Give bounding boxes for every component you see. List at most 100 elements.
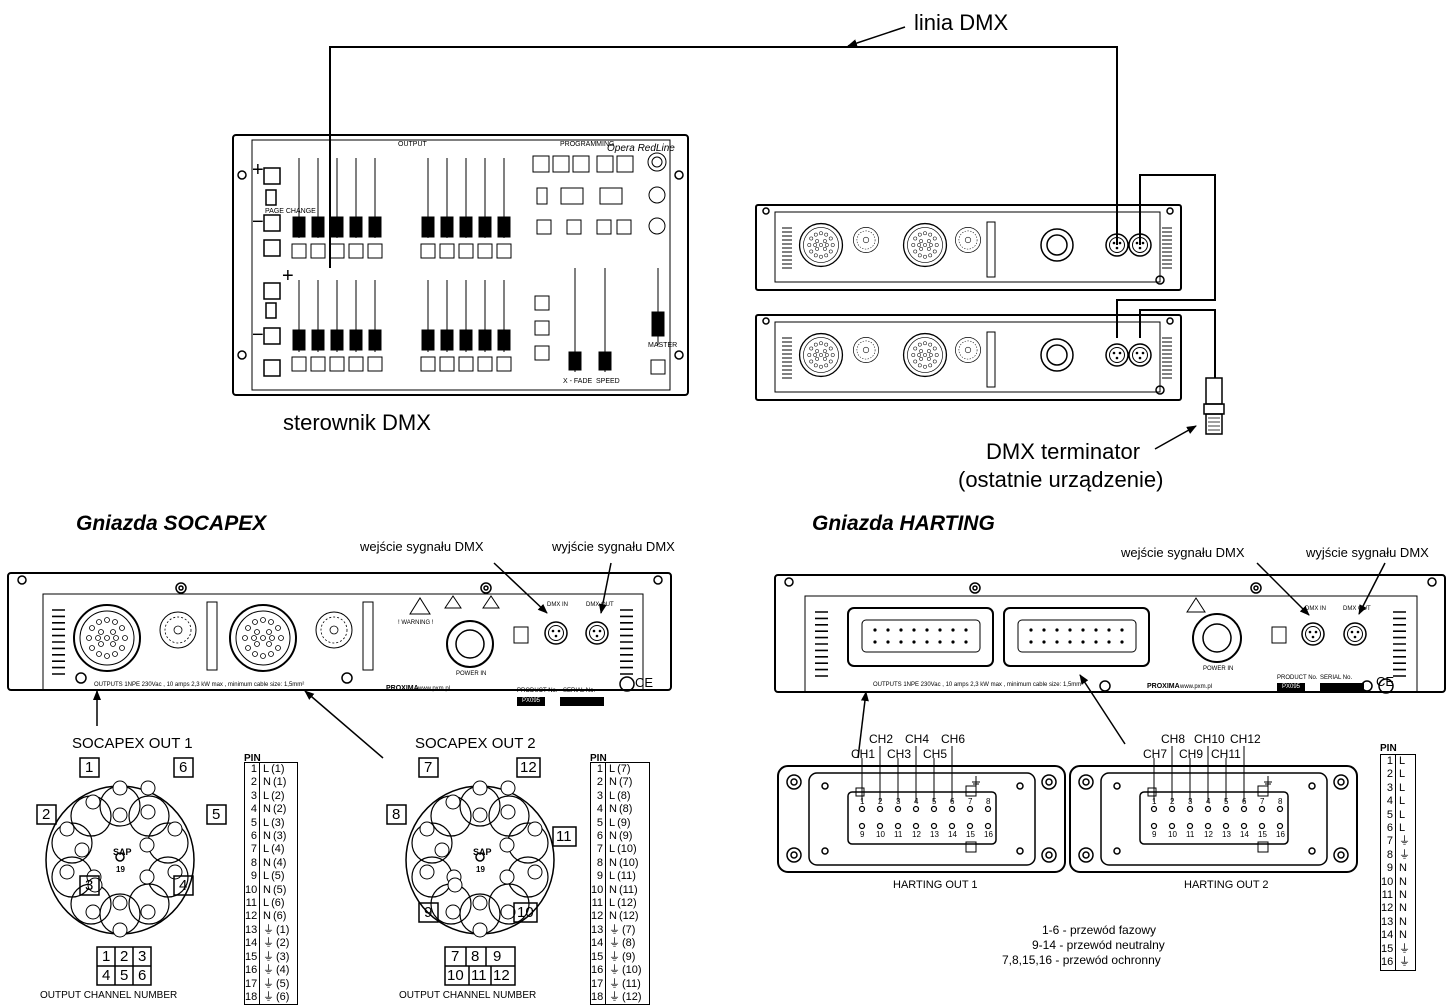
harting-pin-number: 1 bbox=[860, 797, 865, 806]
socapex-1-grid-cell: 6 bbox=[138, 967, 147, 984]
pin-row: 17⏚(5) bbox=[245, 977, 297, 991]
pin-number: 15 bbox=[1381, 942, 1396, 957]
harting-panel-url: www.pxm.pl bbox=[1180, 684, 1213, 690]
pin-value: N bbox=[1399, 889, 1407, 902]
pin-number: 14 bbox=[1381, 929, 1396, 943]
harting-pin-number: 16 bbox=[984, 830, 993, 839]
pin-value: N bbox=[1399, 902, 1407, 915]
slider-bank-top-right bbox=[420, 158, 512, 259]
pin-value: N bbox=[609, 883, 617, 896]
socapex-pin-header-1: PIN bbox=[244, 753, 261, 764]
harting-note-ground: 7,8,15,16 - przewód ochronny bbox=[1002, 953, 1161, 967]
controller-plus-sign: + bbox=[282, 265, 294, 287]
harting-out-1-label: HARTING OUT 1 bbox=[893, 879, 978, 891]
pin-number: 4 bbox=[245, 803, 260, 817]
socapex-2-box-label: 9 bbox=[424, 904, 433, 921]
pin-value: L bbox=[609, 763, 616, 775]
socapex-1-box-label: 3 bbox=[85, 877, 94, 894]
harting-pin-number: 6 bbox=[1242, 797, 1247, 806]
socapex-panel-dmx-in: DMX IN bbox=[547, 602, 568, 608]
pin-value: N bbox=[609, 830, 617, 843]
socapex-panel-product-code: PX095 bbox=[522, 698, 541, 704]
pin-row: 15⏚(3) bbox=[245, 950, 297, 965]
pin-value: ⏚ bbox=[1399, 956, 1410, 969]
pin-number: 16 bbox=[591, 964, 606, 978]
pin-value: (5) bbox=[276, 977, 290, 990]
pin-number: 10 bbox=[245, 883, 260, 898]
pin-value: ⏚ bbox=[609, 923, 620, 936]
pin-value: (3) bbox=[276, 950, 290, 963]
pin-value: ⏚ bbox=[609, 977, 620, 990]
pin-row: 18⏚(12) bbox=[591, 990, 649, 1005]
slider-bank-bottom-left bbox=[291, 280, 383, 372]
socapex-out-2-arrow bbox=[304, 690, 384, 759]
pin-value: ⏚ bbox=[263, 923, 274, 936]
pin-value: L bbox=[263, 843, 270, 856]
pin-value: L bbox=[263, 816, 270, 829]
socapex-dmx-in-label: wejście sygnału DMX bbox=[360, 539, 484, 554]
pin-value: ⏚ bbox=[263, 977, 274, 990]
pin-number: 6 bbox=[1381, 822, 1396, 836]
pin-value: L bbox=[609, 897, 616, 910]
pin-number: 15 bbox=[591, 950, 606, 965]
harting-panel-product-code: PX095 bbox=[1282, 684, 1301, 690]
harting-pin-number: 9 bbox=[1152, 830, 1157, 839]
socapex-panel-warning: ! WARNING ! bbox=[398, 620, 434, 626]
socapex-2-box-label: 8 bbox=[392, 806, 401, 823]
socapex-2-output-channel-number: OUTPUT CHANNEL NUMBER bbox=[399, 990, 537, 1001]
socapex-panel-url: www.pxm.pl bbox=[418, 686, 451, 692]
harting-heading: Gniazda HARTING bbox=[812, 512, 995, 535]
socapex-panel-product-no: PRODUCT No. bbox=[517, 688, 558, 694]
pin-value: N bbox=[609, 803, 617, 816]
controller-output-section: OUTPUT bbox=[398, 141, 427, 148]
socapex-2-grid-cell: 11 bbox=[471, 967, 487, 984]
socapex-1-sap: SAP bbox=[113, 847, 132, 857]
pin-number: 3 bbox=[1381, 781, 1396, 796]
harting-out-2-label: HARTING OUT 2 bbox=[1184, 879, 1269, 891]
harting-dmx-in-label: wejście sygnału DMX bbox=[1121, 545, 1245, 560]
pin-value: ⏚ bbox=[609, 950, 620, 963]
harting-pin-number: 8 bbox=[1278, 797, 1283, 806]
pin-value: (4) bbox=[272, 856, 287, 869]
pin-value: (4) bbox=[276, 964, 290, 977]
pin-row: 16⏚ bbox=[1381, 956, 1415, 970]
harting-pin-number: 10 bbox=[876, 830, 885, 839]
pin-number: 4 bbox=[591, 803, 606, 817]
harting-ch-label: CH12 bbox=[1230, 732, 1261, 746]
pin-value: L bbox=[1399, 768, 1406, 781]
socapex-1-grid-cell: 2 bbox=[120, 948, 129, 965]
terminator-label: DMX terminator bbox=[986, 439, 1141, 464]
pin-number: 5 bbox=[591, 816, 606, 831]
pin-number: 4 bbox=[1381, 795, 1396, 809]
pin-value: (8) bbox=[617, 789, 631, 802]
harting-ch-label: CH9 bbox=[1179, 747, 1204, 761]
pin-row: 7⏚ bbox=[1381, 835, 1415, 849]
pin-value: L bbox=[263, 763, 270, 775]
harting-connector-2 bbox=[1069, 746, 1358, 873]
pin-value: (7) bbox=[617, 763, 631, 775]
harting-pin-number: 4 bbox=[1206, 797, 1211, 806]
pin-number: 2 bbox=[1381, 768, 1396, 782]
pin-value: (9) bbox=[617, 816, 631, 829]
pin-number: 7 bbox=[591, 843, 606, 857]
harting-pin-number: 5 bbox=[1224, 797, 1229, 806]
harting-pin-number: 13 bbox=[930, 830, 939, 839]
pin-number: 18 bbox=[591, 990, 606, 1005]
